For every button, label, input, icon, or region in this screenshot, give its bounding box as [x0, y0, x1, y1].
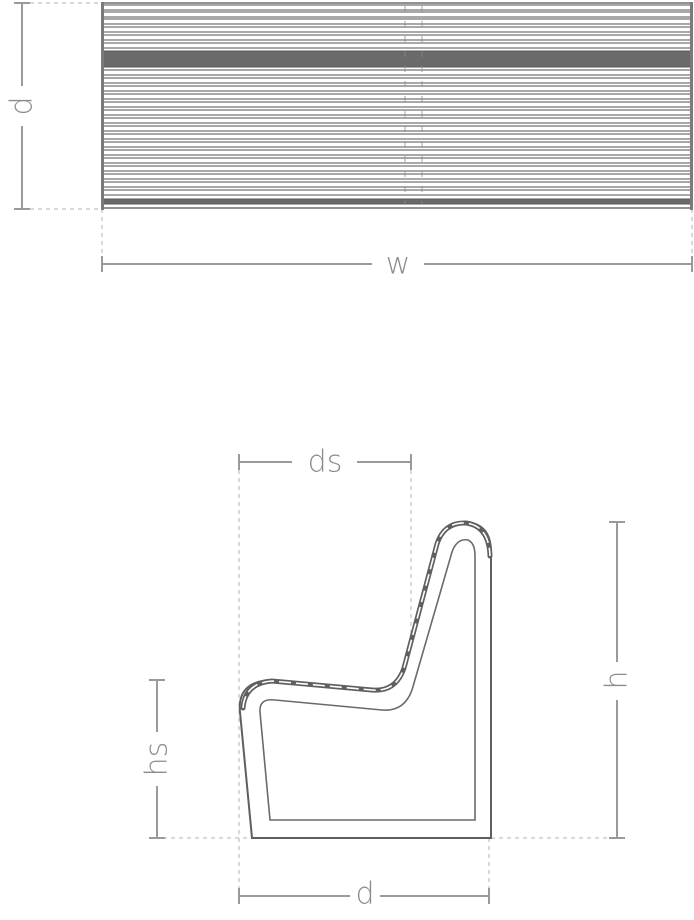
seat-depth-dimension: ds — [238, 445, 412, 480]
slat — [102, 34, 692, 41]
depth-label-top: d — [5, 96, 40, 115]
side-view: ds hs h d — [140, 445, 635, 912]
slat — [102, 11, 692, 18]
slat — [102, 117, 692, 124]
depth-dimension-side: d — [238, 877, 490, 912]
slat — [102, 165, 692, 172]
height-dimension: h — [600, 521, 635, 839]
slat — [102, 77, 692, 84]
slat — [102, 69, 692, 76]
height-label: h — [600, 670, 635, 689]
slat — [102, 149, 692, 156]
center-support — [404, 6, 423, 204]
slat — [102, 181, 692, 188]
slat — [102, 4, 692, 11]
slat — [102, 26, 692, 33]
dark-slat — [102, 198, 692, 205]
width-dimension: w — [101, 247, 693, 282]
depth-dimension-top: d — [5, 2, 40, 210]
depth-label-side: d — [355, 877, 374, 912]
slat — [102, 85, 692, 92]
left-end-rail — [101, 2, 104, 210]
width-label: w — [386, 247, 411, 282]
seat-back-strip-joints — [242, 522, 491, 709]
seat-height-label: hs — [140, 742, 175, 777]
right-end-rail — [690, 2, 693, 210]
slat — [102, 109, 692, 116]
seat-depth-label: ds — [308, 445, 343, 480]
slat — [102, 42, 692, 49]
dark-slat — [102, 50, 692, 68]
slat — [102, 157, 692, 164]
slat — [102, 101, 692, 108]
bench-slats — [102, 2, 692, 209]
slat — [102, 189, 692, 196]
slat — [102, 173, 692, 180]
slat — [102, 133, 692, 140]
slat — [102, 141, 692, 148]
slat — [102, 18, 692, 25]
bench-inner-cavity — [259, 538, 476, 821]
slat — [102, 93, 692, 100]
slat — [102, 125, 692, 132]
seat-height-dimension: hs — [140, 679, 175, 839]
top-view: d w — [5, 2, 693, 282]
